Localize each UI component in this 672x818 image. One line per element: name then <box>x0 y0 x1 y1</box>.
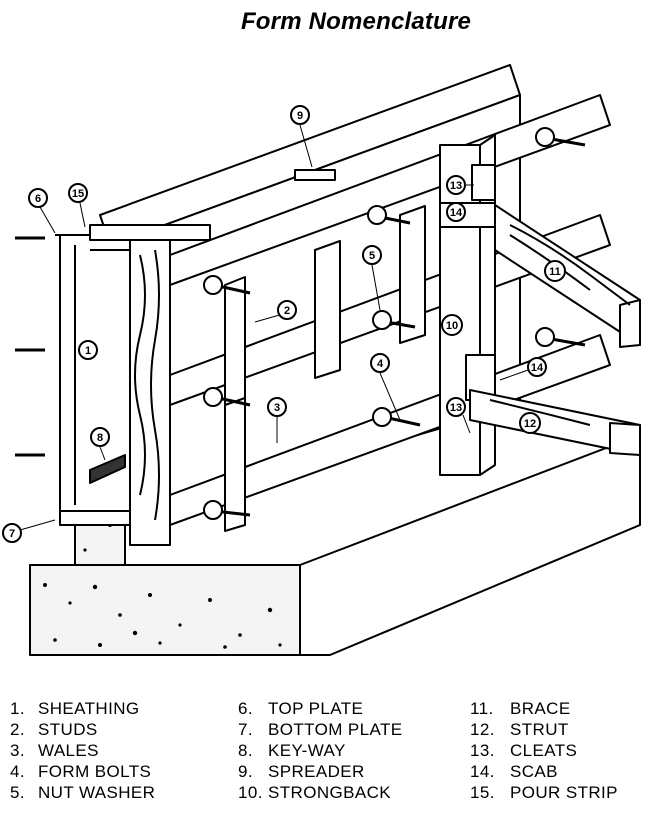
form-diagram: 1 2 3 4 5 6 7 8 9 10 11 12 13 13 14 14 1… <box>2 64 641 656</box>
callout-10: 10 <box>441 314 463 336</box>
svg-text:5: 5 <box>369 250 375 262</box>
legend-item: 3.WALES <box>10 741 99 760</box>
svg-text:15: 15 <box>72 188 84 200</box>
svg-text:14: 14 <box>450 207 463 219</box>
callout-15: 15 <box>68 183 88 228</box>
svg-text:6: 6 <box>35 193 41 205</box>
legend-item: 12.STRUT <box>470 720 569 739</box>
callout-13b: 13 <box>446 397 471 434</box>
svg-text:3: 3 <box>274 402 280 414</box>
callout-4: 4 <box>370 353 401 421</box>
svg-text:11: 11 <box>549 266 561 278</box>
legend-column-1: 1.SHEATHING 2.STUDS 3.WALES 4.FORM BOLTS… <box>10 698 155 803</box>
callout-2: 2 <box>254 300 298 323</box>
svg-text:2: 2 <box>284 305 290 317</box>
brace-member <box>494 204 641 348</box>
callout-11: 11 <box>544 260 566 282</box>
callout-13a: 13 <box>446 175 474 195</box>
legend-item: 4.FORM BOLTS <box>10 762 152 781</box>
legend-item: 1.SHEATHING <box>10 699 140 718</box>
legend-item: 8.KEY-WAY <box>238 741 346 760</box>
callout-6: 6 <box>28 188 56 234</box>
diagram-title: Form Nomenclature <box>240 8 472 35</box>
legend-item: 7.BOTTOM PLATE <box>238 720 403 739</box>
legend-column-3: 11.BRACE 12.STRUT 13.CLEATS 14.SCAB 15.P… <box>470 698 618 803</box>
form-bolts <box>203 127 586 520</box>
svg-text:7: 7 <box>9 528 15 540</box>
legend-item: 9.SPREADER <box>238 762 365 781</box>
legend-item: 2.STUDS <box>10 720 98 739</box>
legend-item: 11.BRACE <box>470 699 571 718</box>
legend-item: 10.STRONGBACK <box>238 783 392 802</box>
callout-7: 7 <box>2 519 56 543</box>
svg-text:14: 14 <box>531 362 544 374</box>
callout-12: 12 <box>519 412 541 434</box>
svg-text:13: 13 <box>450 180 462 192</box>
callout-1: 1 <box>78 340 98 360</box>
strut-member <box>469 389 641 456</box>
callout-14b: 14 <box>499 357 547 381</box>
spreader-keyway-parts <box>15 169 336 526</box>
near-form-wall <box>55 94 611 546</box>
svg-text:4: 4 <box>377 358 384 370</box>
callout-9: 9 <box>290 105 313 168</box>
legend-item: 13.CLEATS <box>470 741 578 760</box>
callout-markers: 1 2 3 4 5 6 7 8 9 10 11 12 13 13 14 14 1… <box>2 105 566 543</box>
svg-text:9: 9 <box>297 110 303 122</box>
callout-8: 8 <box>90 427 110 461</box>
svg-text:13: 13 <box>450 402 462 414</box>
svg-text:12: 12 <box>524 418 536 430</box>
legend-column-2: 6.TOP PLATE 7.BOTTOM PLATE 8.KEY-WAY 9.S… <box>238 698 403 803</box>
callout-14a: 14 <box>446 202 466 222</box>
legend-item: 5.NUT WASHER <box>10 783 156 802</box>
svg-text:1: 1 <box>85 345 91 357</box>
svg-text:8: 8 <box>97 432 103 444</box>
svg-text:10: 10 <box>446 320 458 332</box>
legend-item: 15.POUR STRIP <box>470 783 618 802</box>
legend-item: 14.SCAB <box>470 762 558 781</box>
callout-5: 5 <box>362 245 382 311</box>
callout-3: 3 <box>267 397 287 443</box>
legend-item: 6.TOP PLATE <box>238 699 364 718</box>
